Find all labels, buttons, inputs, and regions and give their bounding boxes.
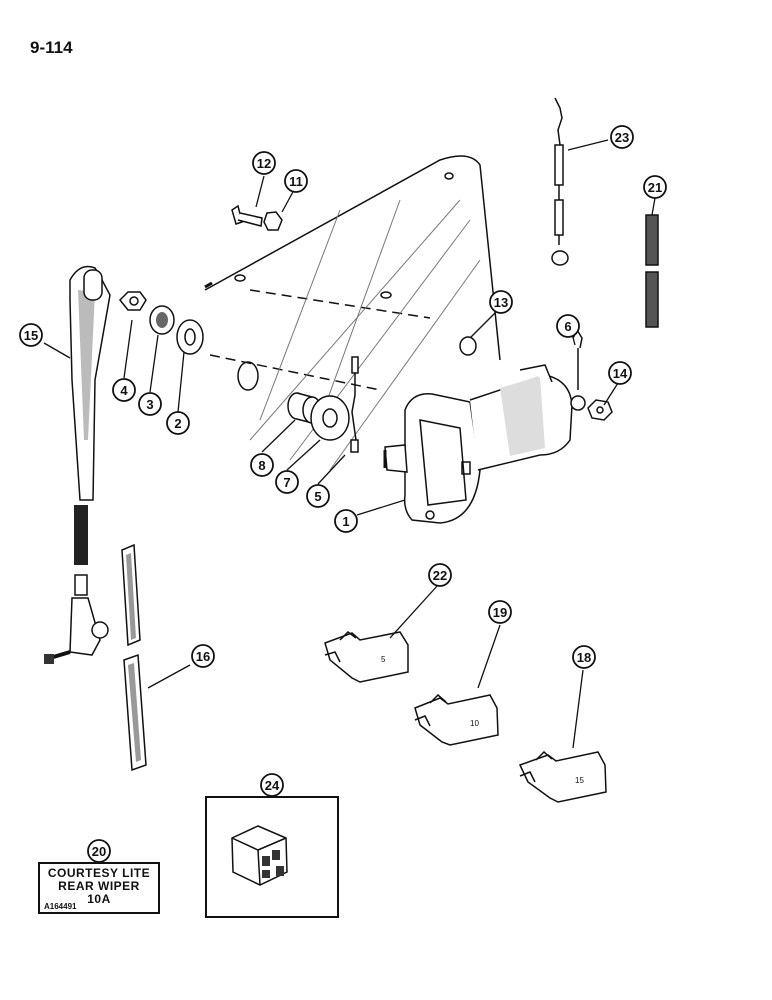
svg-text:10: 10: [470, 719, 479, 728]
svg-text:11: 11: [289, 174, 303, 189]
callout-18: 18: [572, 645, 596, 669]
callout-7: 7: [275, 470, 299, 494]
wiper-motor: [383, 364, 573, 524]
svg-text:8: 8: [258, 458, 265, 473]
bolt-and-nut: [231, 204, 283, 231]
svg-text:16: 16: [196, 649, 210, 664]
spring: [645, 214, 659, 328]
callout-leaders: [43, 139, 656, 749]
svg-text:24: 24: [265, 778, 280, 793]
decal-line-3: 10A: [87, 892, 111, 906]
fuse-10a: 10: [414, 693, 499, 746]
callout-6: 6: [556, 314, 580, 338]
callout-13: 13: [489, 290, 513, 314]
callout-11: 11: [284, 169, 308, 193]
callout-15: 15: [19, 323, 43, 347]
callout-4: 4: [112, 378, 136, 402]
glass-grommet: [459, 336, 477, 356]
relay-frame: [205, 796, 339, 918]
relay: [231, 825, 288, 886]
fuse-5a: 5: [324, 631, 409, 683]
svg-text:13: 13: [494, 295, 508, 310]
svg-text:5: 5: [381, 655, 386, 664]
decal-line-2: REAR WIPER: [58, 879, 140, 893]
arm-nut-and-washers: [118, 291, 204, 355]
svg-text:3: 3: [146, 397, 153, 412]
svg-text:1: 1: [342, 514, 349, 529]
callout-14: 14: [608, 361, 632, 385]
callout-19: 19: [488, 600, 512, 624]
callout-20: 20: [87, 839, 111, 863]
svg-text:7: 7: [283, 475, 290, 490]
ground-strap: [551, 97, 569, 266]
callout-16: 16: [191, 644, 215, 668]
svg-text:20: 20: [92, 844, 106, 859]
fuse-15a: 15: [518, 750, 607, 803]
svg-text:19: 19: [493, 605, 507, 620]
svg-text:15: 15: [24, 328, 38, 343]
callout-22: 22: [428, 563, 452, 587]
svg-text:4: 4: [120, 383, 128, 398]
callout-3: 3: [138, 392, 162, 416]
callout-2: 2: [166, 411, 190, 435]
page-number: 9-114: [30, 38, 73, 57]
grommet-washer-connector: [287, 356, 359, 453]
svg-text:6: 6: [564, 319, 571, 334]
callout-12: 12: [252, 151, 276, 175]
svg-text:22: 22: [433, 568, 447, 583]
svg-text:5: 5: [314, 489, 321, 504]
motor-ground-lead: [570, 328, 613, 421]
svg-text:14: 14: [613, 366, 628, 381]
decal-line-1: COURTESY LITE: [47, 866, 151, 880]
callout-23: 23: [610, 125, 634, 149]
svg-text:2: 2: [174, 416, 181, 431]
decal-code: A164491: [44, 902, 77, 911]
wiper-blade-refills: [121, 543, 147, 772]
svg-text:21: 21: [648, 180, 662, 195]
callout-24: 24: [260, 773, 284, 797]
svg-text:15: 15: [575, 776, 584, 785]
wiper-arm: [44, 265, 111, 664]
callout-21: 21: [643, 175, 667, 199]
svg-text:18: 18: [577, 650, 591, 665]
callout-5: 5: [306, 484, 330, 508]
svg-text:12: 12: [257, 156, 271, 171]
fuse-decal: COURTESY LITE REAR WIPER 10A A164491: [38, 862, 160, 914]
callout-8: 8: [250, 453, 274, 477]
rear-window-glass: [204, 155, 501, 471]
callout-1: 1: [334, 509, 358, 533]
callouts-group: 15 4 3 2 8 7 5 1 12 11 13 6 14 23 21 22 …: [19, 125, 667, 863]
svg-text:23: 23: [615, 130, 629, 145]
